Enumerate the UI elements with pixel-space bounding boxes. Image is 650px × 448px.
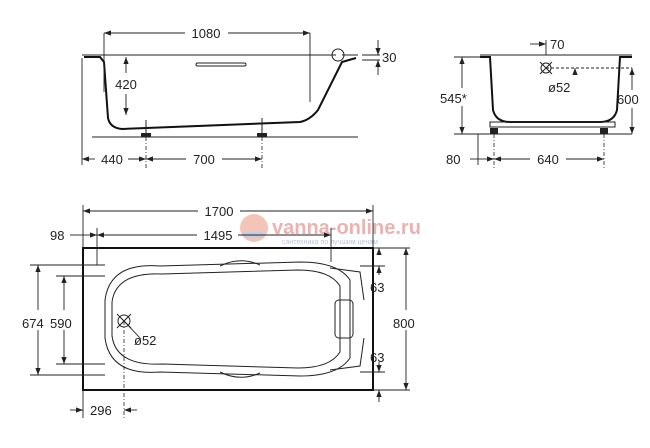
dim-30: 30: [382, 50, 396, 65]
dim-640: 640: [537, 152, 559, 167]
plan-view: 1700 98 1495 674 590 ø52 63 63 800 296: [22, 204, 415, 418]
dim-1700: 1700: [205, 204, 234, 219]
dim-1495: 1495: [204, 228, 233, 243]
dim-440: 440: [101, 152, 123, 167]
watermark-logo: vanna-online.ru сантехника по лучшим цен…: [240, 214, 421, 246]
dim-420: 420: [115, 77, 137, 92]
dim-63-bottom: 63: [370, 350, 384, 365]
end-view: 70 ø52 545* 600 80 640: [440, 37, 639, 168]
dim-overflow-dia: ø52: [548, 80, 570, 95]
watermark-tagline: сантехника по лучшим ценам: [282, 239, 378, 246]
dim-296: 296: [90, 403, 112, 418]
dim-drain-dia: ø52: [134, 333, 156, 348]
dim-70: 70: [550, 37, 564, 52]
dim-98: 98: [50, 228, 64, 243]
dim-590: 590: [50, 316, 72, 331]
dim-800: 800: [393, 316, 415, 331]
dim-700: 700: [193, 152, 215, 167]
dim-63-top: 63: [370, 280, 384, 295]
dim-600: 600: [617, 92, 639, 107]
watermark-text: vanna-online.ru: [272, 217, 421, 239]
dim-1080: 1080: [192, 26, 221, 41]
dim-80: 80: [446, 152, 460, 167]
dim-545: 545*: [440, 91, 467, 106]
side-view: 1080 420 30 440 700: [81, 26, 396, 168]
dim-674: 674: [22, 316, 44, 331]
